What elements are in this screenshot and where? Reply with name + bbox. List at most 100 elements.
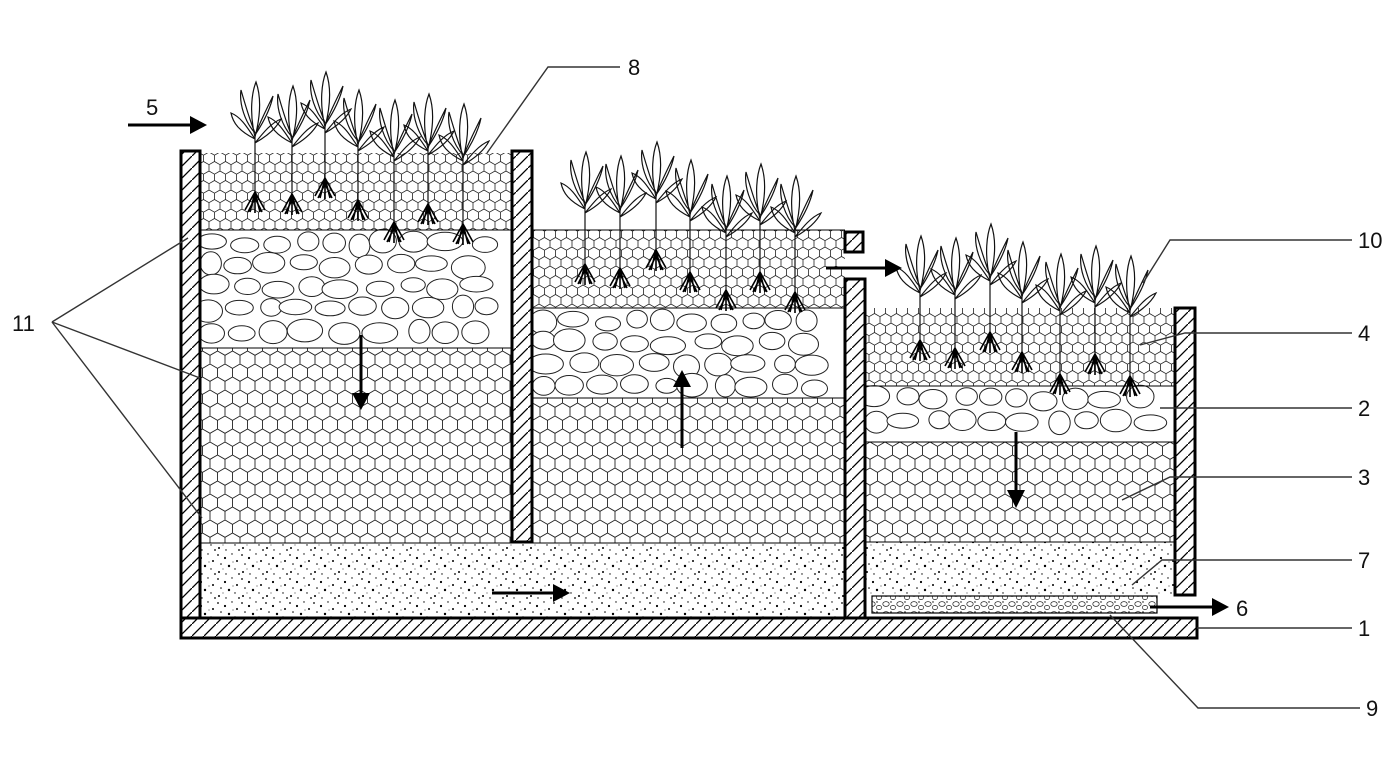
gravel-stone xyxy=(553,328,586,353)
gravel-stone xyxy=(387,253,416,274)
gravel-stone xyxy=(198,323,225,344)
gravel-stone xyxy=(620,374,649,394)
reed-plant xyxy=(438,102,491,245)
leader-lines xyxy=(51,66,1360,709)
basin-2-gravel-stones xyxy=(527,308,829,398)
gravel-stone xyxy=(774,354,796,374)
basin-1-media xyxy=(193,153,512,543)
gravel-stone xyxy=(1087,390,1121,409)
gravel-stone xyxy=(649,308,675,331)
gravel-stone xyxy=(801,379,828,398)
gravel-stone xyxy=(918,389,948,410)
gravel-stone xyxy=(676,313,707,333)
reed-plant xyxy=(701,174,754,311)
gravel-stone xyxy=(554,375,584,396)
gravel-stone xyxy=(758,331,786,351)
bottom-sand-layer xyxy=(200,543,845,618)
gravel-stone xyxy=(361,322,399,344)
gravel-stone xyxy=(322,232,347,254)
partition-wall-2 xyxy=(843,277,867,622)
basin-3-gravel-stones xyxy=(858,384,1168,436)
label-outlet: 6 xyxy=(1236,596,1248,621)
gravel-stone xyxy=(1005,412,1039,432)
outlet-arrow xyxy=(1150,598,1229,616)
gravel-stone xyxy=(450,255,486,280)
gravel-stone xyxy=(400,277,426,293)
gravel-stone xyxy=(1099,408,1132,433)
gravel-stone xyxy=(278,298,313,316)
gravel-stone xyxy=(461,320,490,345)
reed-plant xyxy=(560,150,613,285)
label-7: 7 xyxy=(1358,548,1370,573)
leader-8 xyxy=(486,66,620,154)
wetland-plants xyxy=(230,70,1158,397)
gravel-stone xyxy=(734,376,768,398)
tank-walls xyxy=(179,149,1199,640)
partition-wall-1 xyxy=(510,149,534,544)
gravel-stone xyxy=(328,322,361,345)
gravel-stone xyxy=(263,235,291,254)
down-flow-arrow-basin-1 xyxy=(352,335,370,410)
gravel-stone xyxy=(531,376,556,396)
reed-plant xyxy=(595,154,648,289)
gravel-stone xyxy=(638,353,670,372)
gravel-stone xyxy=(260,298,283,317)
base-slab xyxy=(179,616,1199,640)
gravel-stone xyxy=(471,236,499,253)
basin-1-gravel-stones xyxy=(193,228,499,345)
label-10: 10 xyxy=(1358,228,1382,253)
gravel-stone xyxy=(586,374,618,395)
gravel-stone xyxy=(224,299,254,316)
gravel-stone xyxy=(1133,414,1168,432)
gravel-stone xyxy=(979,387,1003,406)
gravel-stone xyxy=(1029,391,1058,412)
reed-plant xyxy=(1105,254,1158,397)
gravel-stone xyxy=(710,313,738,333)
gravel-stone xyxy=(721,335,754,357)
reed-plant xyxy=(997,240,1050,373)
right-wall xyxy=(1173,306,1197,597)
gravel-stone xyxy=(234,277,261,295)
gravel-stone xyxy=(348,296,377,316)
basin-3-top-substrate xyxy=(865,308,1175,386)
gravel-stone xyxy=(886,412,920,429)
reed-plant xyxy=(369,98,422,243)
gravel-stone xyxy=(977,411,1007,431)
gravel-stone xyxy=(772,373,798,395)
gravel-stone xyxy=(704,352,733,377)
gravel-stone xyxy=(649,336,687,356)
reed-plant xyxy=(965,222,1018,353)
gravel-stone xyxy=(948,408,977,431)
reed-plant xyxy=(930,236,983,369)
leader-7 xyxy=(1131,559,1352,586)
basin-2-media xyxy=(527,229,845,543)
label-1: 1 xyxy=(1358,616,1370,641)
basin-2-hex-layer xyxy=(532,398,845,543)
gravel-stone xyxy=(408,318,431,344)
flow-arrows xyxy=(128,116,1229,616)
gravel-stone xyxy=(381,296,410,320)
gravel-stone xyxy=(227,325,256,342)
label-inlet: 5 xyxy=(146,95,158,120)
gravel-stone xyxy=(230,237,260,254)
gravel-stone xyxy=(289,254,318,271)
gravel-stone xyxy=(196,233,227,250)
basin-1-top-substrate xyxy=(200,153,512,230)
gravel-stone xyxy=(474,297,499,316)
gravel-stone xyxy=(411,296,445,319)
label-4: 4 xyxy=(1358,321,1370,346)
gravel-stone xyxy=(348,233,371,259)
gravel-stone xyxy=(626,309,648,329)
gravel-stone xyxy=(321,279,359,300)
gravel-stone xyxy=(223,256,252,275)
gravel-stone xyxy=(1074,411,1099,430)
gravel-stone xyxy=(199,251,222,276)
leader-3 xyxy=(1121,476,1352,501)
up-flow-arrow-basin-2 xyxy=(673,370,691,448)
gravel-stone xyxy=(198,273,230,295)
reed-plant xyxy=(631,140,684,271)
gravel-stone xyxy=(620,335,649,353)
gravel-stone xyxy=(451,294,475,319)
gravel-stone xyxy=(314,300,346,317)
